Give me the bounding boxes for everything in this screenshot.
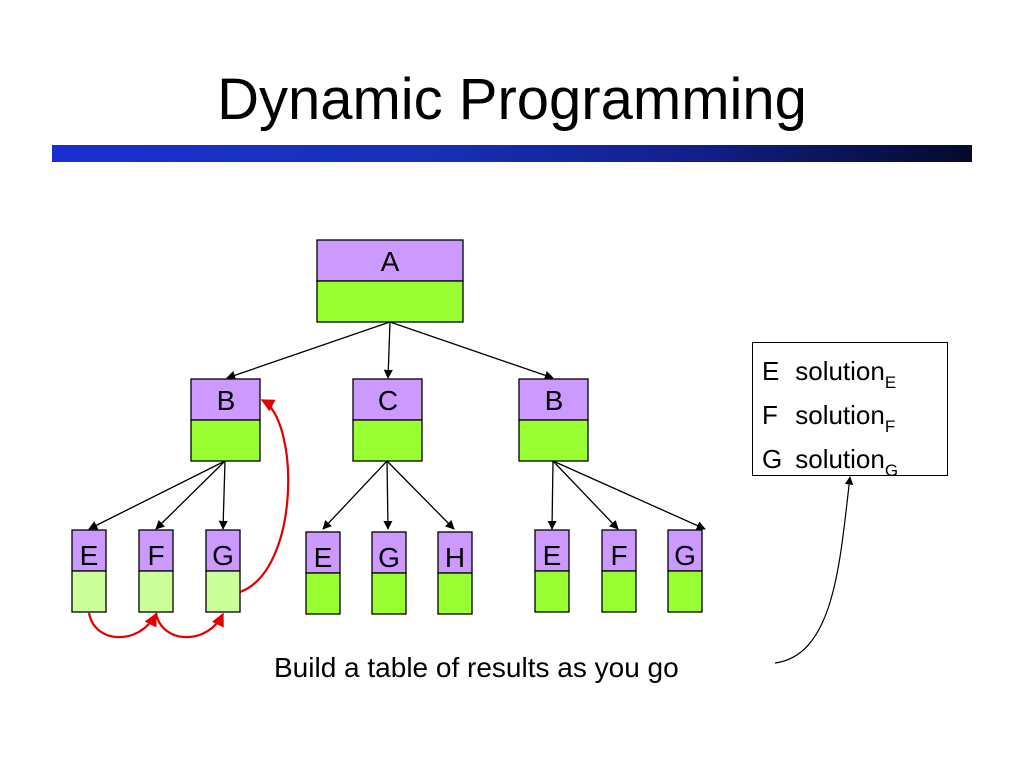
node-label: F (610, 540, 627, 571)
node-top (316, 239, 464, 282)
edge-c-h (386, 460, 455, 530)
node-top (667, 529, 703, 572)
slide-title: Dynamic Programming (217, 67, 807, 132)
node-top (601, 529, 637, 572)
node-label: C (378, 385, 398, 416)
tree-node-level1-b-right: B (518, 378, 589, 462)
memo-arrow-f-to-g (154, 612, 224, 639)
node-label: B (545, 385, 564, 416)
memo-arrow-e-to-f (87, 612, 157, 639)
memo-arrow-g-to-b (239, 399, 290, 594)
tree-node-root: A (316, 239, 464, 323)
tree-node-level2-e1: E (71, 529, 107, 613)
node-label: E (543, 540, 562, 571)
results-table-row-f: F solutionF (762, 395, 947, 439)
node-bottom (352, 419, 423, 462)
node-bottom (305, 572, 341, 615)
row-key: G (762, 444, 783, 474)
node-bottom (138, 570, 174, 613)
caption-pointer-arrow (774, 476, 854, 664)
tree-node-level2-e2: E (305, 531, 341, 615)
node-top (190, 378, 261, 421)
node-bottom (371, 572, 407, 615)
node-top (518, 378, 589, 421)
diagram-caption: Build a table of results as you go (274, 652, 679, 683)
tree-node-level2-f3: F (601, 529, 637, 613)
edge-a-b-right (389, 321, 554, 380)
edge-b-e (88, 460, 226, 530)
node-bottom (190, 419, 261, 462)
node-top (371, 531, 407, 574)
row-key: E (762, 356, 780, 386)
node-top (352, 378, 423, 421)
tree-node-level2-g1: G (205, 529, 241, 613)
node-label: G (212, 540, 234, 571)
row-value: solution (795, 400, 885, 430)
node-label: A (381, 246, 400, 277)
node-bottom (316, 280, 464, 323)
edge-b-g (218, 460, 228, 530)
edge-a-c (383, 321, 393, 379)
node-label: B (217, 385, 236, 416)
tree-node-level2-h: H (437, 531, 473, 615)
title-underline-bar (52, 145, 972, 162)
edge-a-b-left (226, 321, 391, 380)
tree-node-level2-f1: F (138, 529, 174, 613)
results-table: E solutionE F solutionF G solutionG (752, 342, 948, 480)
node-label: G (674, 540, 696, 571)
memo-arrows (87, 399, 290, 639)
node-bottom (667, 570, 703, 613)
node-label: H (445, 542, 465, 573)
tree-node-level2-e3: E (534, 529, 570, 613)
edge-b-f (155, 460, 226, 530)
edge-b2-g (552, 460, 706, 530)
row-subscript: E (884, 373, 897, 392)
node-bottom (601, 570, 637, 613)
node-label: G (378, 542, 400, 573)
results-table-row-g: G solutionG (762, 439, 947, 483)
results-table-row-e: E solutionE (762, 351, 947, 395)
tree-node-level1-b-left: B (190, 378, 261, 462)
row-subscript: G (884, 461, 899, 480)
node-bottom (518, 419, 589, 462)
node-label: F (147, 540, 164, 571)
node-top (305, 531, 341, 574)
node-bottom (71, 570, 107, 613)
row-value: solution (795, 444, 885, 474)
tree-node-level2-g2: G (371, 531, 407, 615)
edge-b2-f (552, 460, 619, 530)
edge-b2-e (547, 460, 557, 530)
tree-node-level1-c: C (352, 378, 423, 462)
tree-node-level2-g3: G (667, 529, 703, 613)
node-top (437, 531, 473, 574)
row-key: F (762, 400, 778, 430)
node-bottom (534, 570, 570, 613)
edge-c-g (383, 460, 393, 530)
node-label: E (80, 540, 99, 571)
node-bottom (437, 572, 473, 615)
row-subscript: F (884, 417, 896, 436)
tree-edges-level1 (226, 321, 554, 380)
node-bottom (205, 570, 241, 613)
node-label: E (314, 542, 333, 573)
node-top (71, 529, 107, 572)
node-top (534, 529, 570, 572)
tree-edges-level2 (88, 460, 706, 530)
node-top (205, 529, 241, 572)
row-value: solution (795, 356, 885, 386)
edge-c-e (322, 460, 388, 530)
